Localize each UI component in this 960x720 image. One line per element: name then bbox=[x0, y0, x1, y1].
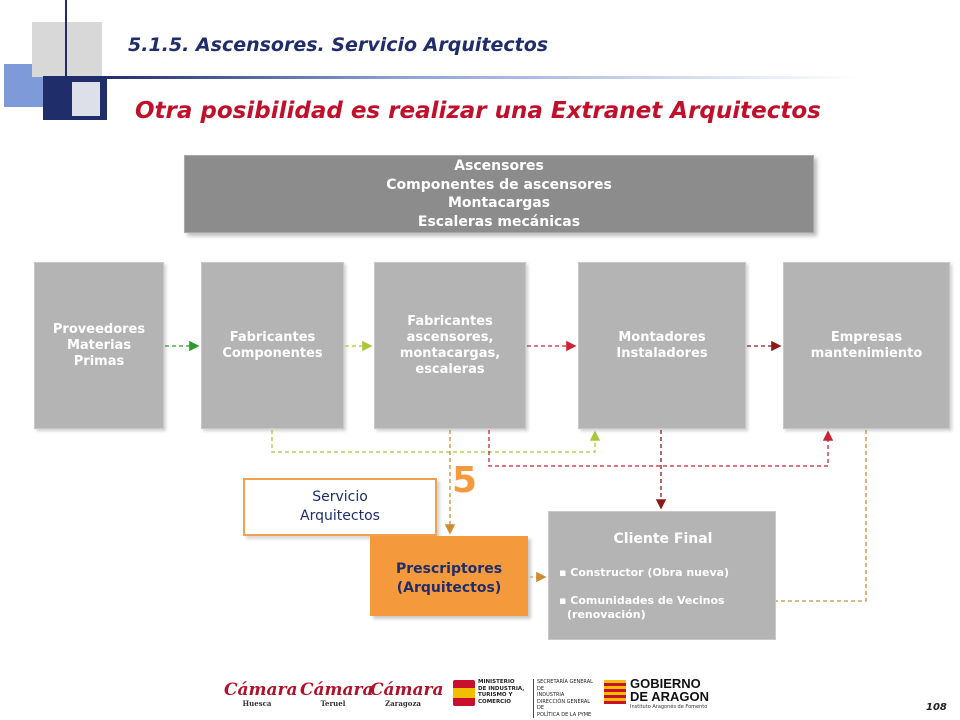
box-proveedores: Proveedores Materias Primas bbox=[34, 262, 164, 429]
box-line: Montadores bbox=[618, 329, 706, 345]
box-line: Servicio bbox=[312, 489, 368, 505]
bullet-text: Comunidades de Vecinos bbox=[570, 594, 725, 607]
secretaria-line: INDUSTRIA bbox=[537, 692, 565, 698]
box-line: Fabricantes bbox=[407, 313, 493, 329]
arrow-fabricantes-empresas bbox=[488, 430, 834, 467]
cliente-bullet: ▪ Comunidades de Vecinos bbox=[559, 594, 725, 607]
logo-name: Cámara bbox=[224, 680, 298, 700]
box-line: Fabricantes bbox=[229, 329, 316, 345]
box-line: (Arquitectos) bbox=[396, 580, 502, 596]
ministerio-line: DE INDUSTRIA, bbox=[478, 685, 525, 692]
box-line: montacargas, bbox=[399, 345, 501, 361]
box-line: Primas bbox=[73, 353, 125, 369]
product-line: Escaleras mecánicas bbox=[417, 213, 581, 230]
logo-city: Huesca bbox=[242, 699, 272, 708]
gobierno-line: GOBIERNO bbox=[630, 676, 701, 691]
secretaria-line: DIRECCIÓN GENERAL DE bbox=[537, 698, 591, 712]
logo-name: Cámara bbox=[300, 680, 374, 700]
box-line: Empresas bbox=[830, 329, 903, 345]
box-line: ascensores, bbox=[406, 329, 494, 345]
box-line: escaleras bbox=[415, 361, 485, 377]
bullet-text: Constructor (Obra nueva) bbox=[570, 566, 730, 579]
camara-teruel-logo: Cámara Teruel bbox=[300, 680, 374, 708]
box-montadores: Montadores Instaladores bbox=[578, 262, 746, 429]
box-line: Componentes bbox=[222, 345, 323, 361]
logo-city: Zaragoza bbox=[385, 699, 421, 708]
gobierno-aragon-logo: GOBIERNO DE ARAGON Instituto Aragonés de… bbox=[604, 677, 724, 713]
camara-zaragoza-logo: Cámara Zaragoza bbox=[370, 680, 444, 708]
box-line: Prescriptores bbox=[395, 561, 503, 577]
ministerio-line: COMERCIO bbox=[478, 698, 511, 705]
box-fabricantes-componentes: Fabricantes Componentes bbox=[201, 262, 344, 429]
page-number: 108 bbox=[926, 702, 947, 713]
box-line: Instaladores bbox=[616, 345, 708, 361]
arrow-componentes-montadores bbox=[271, 430, 601, 453]
header-decoration bbox=[0, 0, 130, 125]
product-line: Montacargas bbox=[447, 195, 551, 211]
box-fabricantes-ascensores: Fabricantes ascensores, montacargas, esc… bbox=[374, 262, 526, 429]
box-empresas-mantenimiento: Empresas mantenimiento bbox=[783, 262, 950, 429]
header-rule bbox=[100, 76, 860, 79]
logo-name: Cámara bbox=[370, 680, 444, 700]
bullet-continuation: (renovación) bbox=[567, 608, 646, 621]
servicio-arquitectos-box: Servicio Arquitectos bbox=[243, 478, 437, 536]
product-line: Componentes de ascensores bbox=[386, 176, 612, 193]
box-line: Materias bbox=[66, 337, 132, 353]
cliente-title: Cliente Final bbox=[613, 531, 713, 547]
step-number: 5 bbox=[452, 460, 478, 501]
gobierno-line: DE ARAGON bbox=[630, 689, 709, 704]
section-title: 5.1.5. Ascensores. Servicio Arquitectos bbox=[128, 34, 549, 56]
box-line: mantenimiento bbox=[810, 345, 923, 361]
aragon-flag-icon bbox=[604, 680, 626, 704]
ministerio-logo: MINISTERIO DE INDUSTRIA, TURISMO Y COMER… bbox=[453, 678, 593, 718]
box-line: Proveedores bbox=[52, 321, 146, 337]
product-types-box: Ascensores Componentes de ascensores Mon… bbox=[184, 155, 814, 233]
arrow-empresas-cliente bbox=[741, 430, 867, 607]
ministerio-line: TURISMO Y bbox=[478, 692, 513, 698]
slide-subtitle: Otra posibilidad es realizar una Extrane… bbox=[135, 98, 821, 124]
box-line: Arquitectos bbox=[300, 508, 380, 524]
secretaria-line: POLÍTICA DE LA PYME bbox=[537, 711, 592, 718]
instituto-text: Instituto Aragonés de Fomento bbox=[630, 704, 708, 710]
prescriptores-box: Prescriptores (Arquitectos) bbox=[370, 536, 528, 616]
cliente-bullet: ▪ Constructor (Obra nueva) bbox=[559, 566, 730, 579]
coat-of-arms-icon bbox=[453, 680, 475, 706]
ministerio-line: MINISTERIO bbox=[478, 679, 515, 685]
camara-huesca-logo: Cámara Huesca bbox=[224, 680, 298, 708]
product-line: Ascensores bbox=[454, 158, 544, 174]
secretaria-line: SECRETARÍA GENERAL DE bbox=[537, 679, 593, 692]
logo-city: Teruel bbox=[320, 699, 346, 708]
cliente-final-box: Cliente Final ▪ Constructor (Obra nueva)… bbox=[548, 511, 776, 640]
